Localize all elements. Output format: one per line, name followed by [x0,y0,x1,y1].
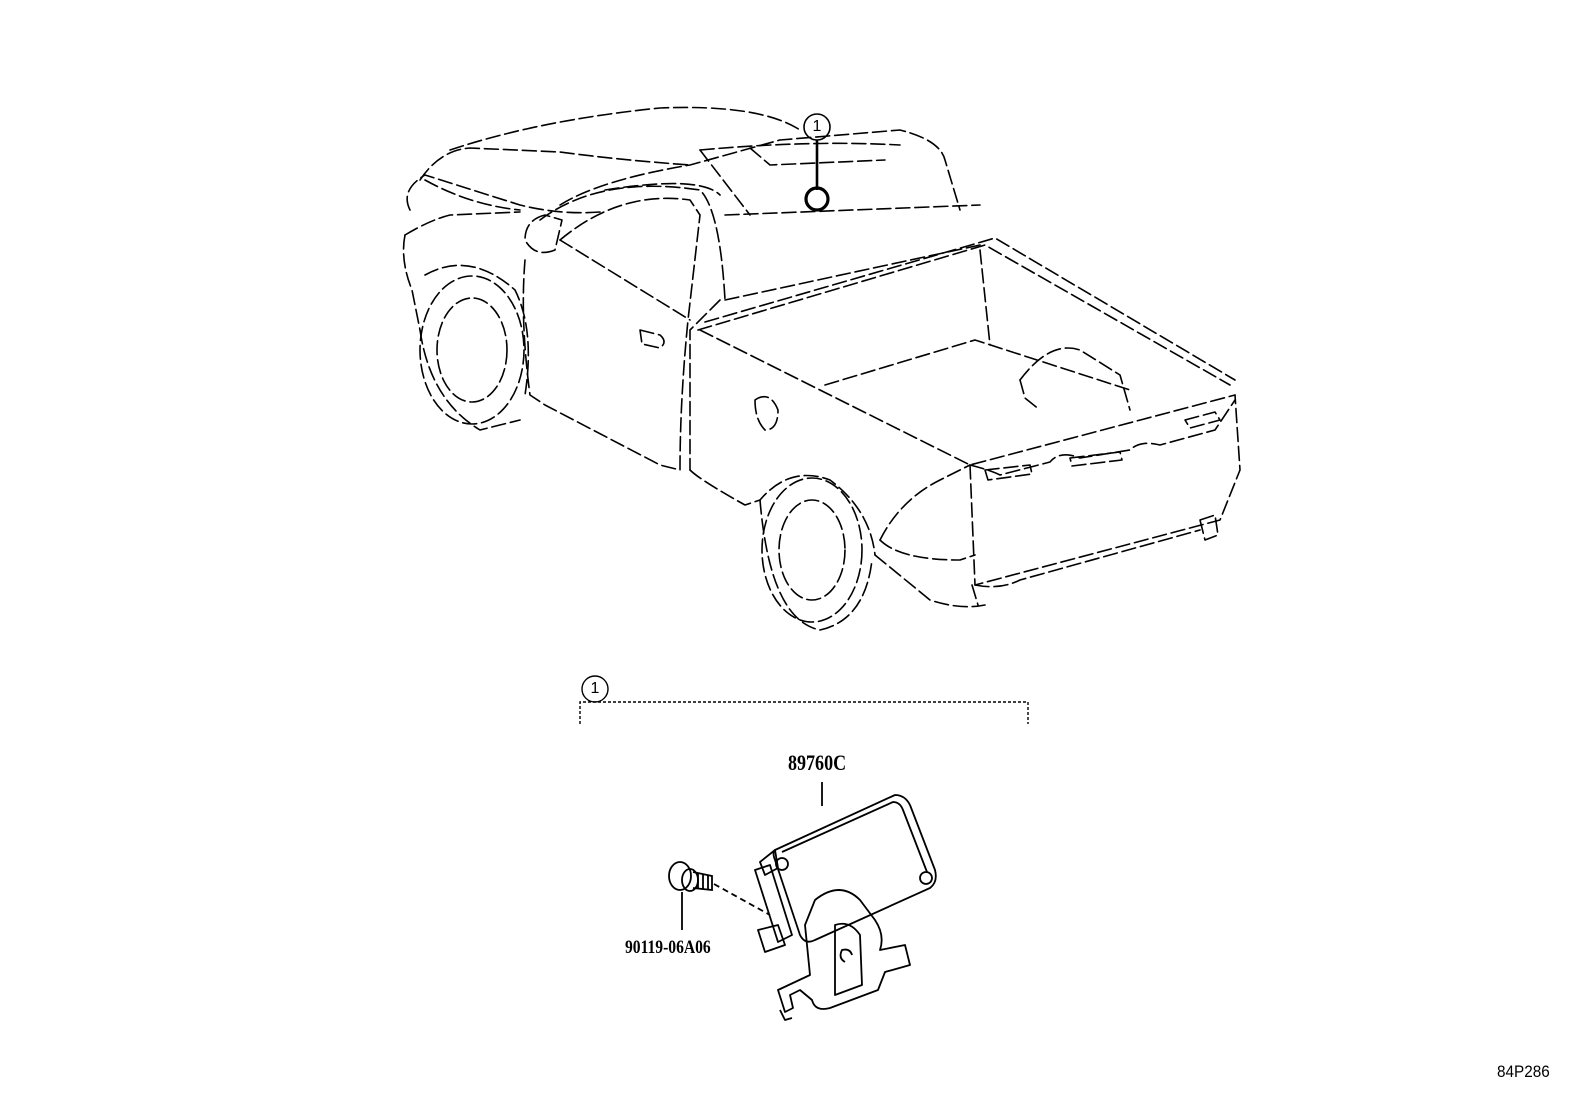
control-module-drawing [754,782,937,1021]
callout-number-bottom: 1 [590,680,600,697]
part-number-module[interactable]: 89760C [788,750,847,775]
pickup-truck-outline [402,106,1241,631]
callout-number-top: 1 [812,118,822,135]
part-number-bolt[interactable]: 90119-06A06 [625,937,711,958]
illustration-reference: 84P286 [1497,1062,1550,1081]
callout-leader-top [803,113,831,212]
detail-bracket [579,675,1029,724]
bolt-drawing [668,861,771,930]
